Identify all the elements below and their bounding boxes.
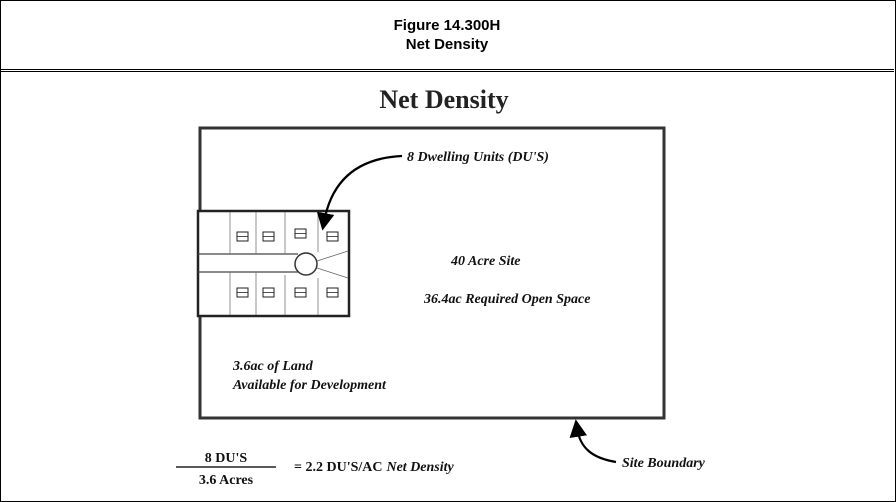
dwelling-unit <box>236 287 249 298</box>
developable-land-label-line1: 3.6ac of Land <box>232 359 314 374</box>
figure-header: Figure 14.300H Net Density <box>0 0 894 70</box>
site-acreage-label: 40 Acre Site <box>450 254 520 269</box>
diagram-title: Net Density <box>379 85 508 114</box>
dwelling-unit <box>262 287 275 298</box>
dwelling-unit <box>262 231 275 242</box>
development-parcel <box>196 209 351 318</box>
dwelling-units-label: 8 Dwelling Units (DU'S) <box>407 150 549 165</box>
dwelling-unit <box>326 231 339 242</box>
dwelling-unit <box>294 228 307 239</box>
cul-de-sac <box>294 252 318 276</box>
formula-numerator: 8 DU'S <box>205 451 248 466</box>
figure-number: Figure 14.300H <box>393 16 501 34</box>
formula-result-value: = 2.2 DU'S/AC <box>294 460 382 475</box>
formula-denominator: 3.6 Acres <box>199 473 254 488</box>
dwelling-unit <box>294 287 307 298</box>
dwelling-units-arrow <box>316 154 403 231</box>
site-boundary-label: Site Boundary <box>622 456 706 471</box>
open-space-label: 36.4ac Required Open Space <box>423 292 590 307</box>
dwelling-unit <box>236 231 249 242</box>
dwelling-unit <box>326 287 339 298</box>
formula-result-term: Net Density <box>385 460 454 475</box>
figure-title: Net Density <box>405 35 489 53</box>
developable-land-label-line2: Available for Development <box>232 378 387 393</box>
site-boundary-arrow <box>569 419 617 464</box>
header-divider <box>0 71 894 72</box>
